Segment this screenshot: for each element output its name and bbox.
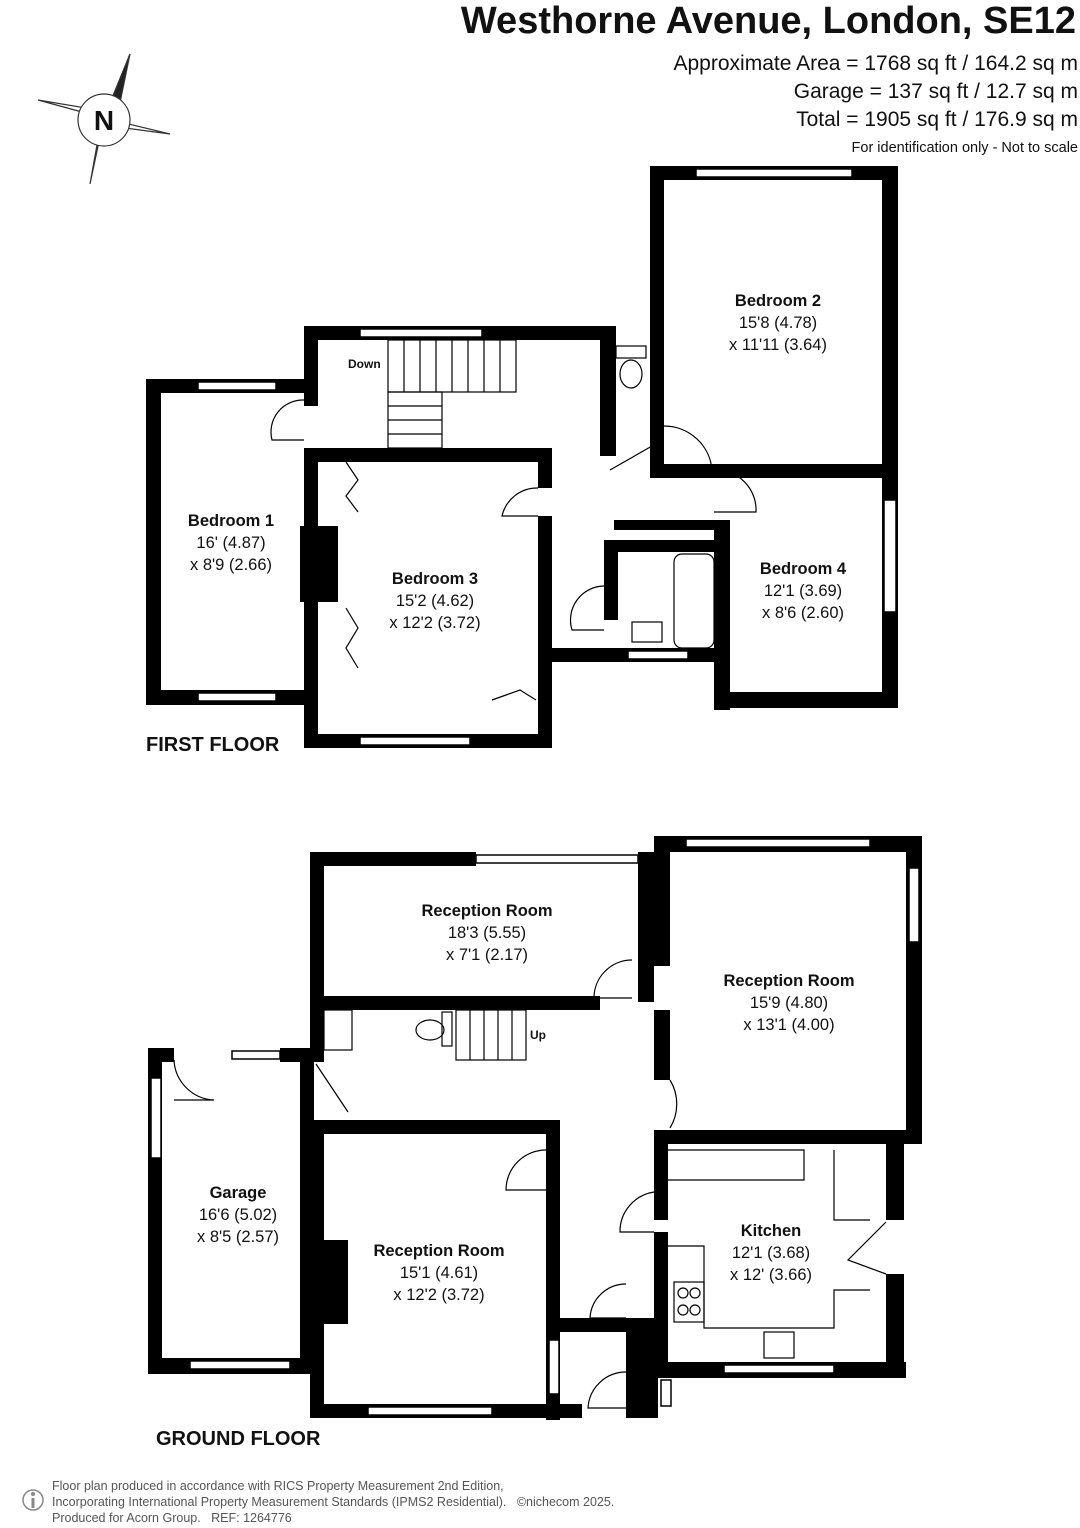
- room-name: Reception Room: [723, 972, 855, 990]
- property-title: Westhorne Avenue, London, SE12: [460, 0, 1076, 42]
- room-dim-2: x 8'5 (2.57): [196, 1228, 280, 1246]
- ground-floor-fixtures: [173, 959, 887, 1409]
- room-name: Bedroom 1: [187, 512, 275, 530]
- room-dim-1: 16' (4.87): [196, 534, 266, 552]
- room-dim-1: 16'6 (5.02): [198, 1206, 278, 1224]
- footer: Floor plan produced in accordance with R…: [52, 1478, 614, 1526]
- footer-copyright: ©nichecom 2025.: [516, 1495, 615, 1509]
- room-name: Reception Room: [373, 1242, 505, 1260]
- room-dim-1: 12'1 (3.68): [731, 1244, 811, 1262]
- room-garage: Garage 16'6 (5.02) x 8'5 (2.57): [178, 1182, 298, 1248]
- room-kitchen: Kitchen 12'1 (3.68) x 12' (3.66): [712, 1220, 830, 1286]
- room-dim-2: x 12'2 (3.72): [389, 614, 481, 632]
- room-dim-2: x 12' (3.66): [729, 1266, 813, 1284]
- footer-line-1: Floor plan produced in accordance with R…: [52, 1479, 504, 1493]
- room-bedroom-4: Bedroom 4 12'1 (3.69) x 8'6 (2.60): [736, 558, 870, 624]
- room-dim-1: 18'3 (5.55): [447, 924, 527, 942]
- room-reception-1: Reception Room 18'3 (5.55) x 7'1 (2.17): [406, 900, 568, 966]
- room-dim-1: 15'9 (4.80): [749, 994, 829, 1012]
- room-name: Bedroom 4: [759, 560, 847, 578]
- room-name: Reception Room: [421, 902, 553, 920]
- stairs-down-label: Down: [348, 357, 381, 371]
- first-floor-title: FIRST FLOOR: [146, 734, 280, 756]
- scale-note: For identification only - Not to scale: [851, 140, 1078, 156]
- first-floor-fixtures: [270, 339, 757, 701]
- first-floor-windows: [197, 168, 897, 746]
- room-name: Kitchen: [740, 1222, 802, 1240]
- room-bedroom-3: Bedroom 3 15'2 (4.62) x 12'2 (3.72): [366, 568, 504, 634]
- stairs-up-label: Up: [530, 1028, 546, 1042]
- garage-area: Garage = 137 sq ft / 12.7 sq m: [793, 80, 1078, 103]
- compass-letter: N: [94, 105, 114, 136]
- room-name: Bedroom 3: [391, 570, 479, 588]
- room-dim-1: 15'1 (4.61): [399, 1264, 479, 1282]
- north-compass-icon: N: [37, 53, 171, 185]
- ground-floor-windows: [150, 838, 920, 1416]
- room-reception-2: Reception Room 15'9 (4.80) x 13'1 (4.00): [708, 970, 870, 1036]
- room-bedroom-1: Bedroom 1 16' (4.87) x 8'9 (2.66): [166, 510, 296, 576]
- room-name: Garage: [209, 1184, 267, 1202]
- room-dim-2: x 13'1 (4.00): [743, 1016, 835, 1034]
- footer-ref: REF: 1264776: [211, 1511, 292, 1525]
- room-dim-1: 15'8 (4.78): [738, 314, 818, 332]
- room-reception-3: Reception Room 15'1 (4.61) x 12'2 (3.72): [358, 1240, 520, 1306]
- first-floor-walls: [146, 166, 898, 748]
- room-dim-2: x 12'2 (3.72): [393, 1286, 485, 1304]
- room-name: Bedroom 2: [734, 292, 822, 310]
- room-dim-1: 12'1 (3.69): [763, 582, 843, 600]
- footer-line-2: Incorporating International Property Mea…: [52, 1495, 507, 1509]
- ground-floor-walls: [148, 836, 922, 1420]
- room-dim-2: x 8'6 (2.60): [761, 604, 845, 622]
- room-dim-2: x 8'9 (2.66): [189, 556, 273, 574]
- total-area: Total = 1905 sq ft / 176.9 sq m: [796, 108, 1078, 131]
- ground-floor-title: GROUND FLOOR: [156, 1428, 321, 1450]
- room-dim-2: x 7'1 (2.17): [445, 946, 529, 964]
- person-info-icon: [22, 1489, 44, 1511]
- room-dim-1: 15'2 (4.62): [395, 592, 475, 610]
- room-bedroom-2: Bedroom 2 15'8 (4.78) x 11'11 (3.64): [704, 290, 852, 356]
- approximate-area: Approximate Area = 1768 sq ft / 164.2 sq…: [673, 52, 1079, 75]
- footer-line-3: Produced for Acorn Group.: [52, 1511, 201, 1525]
- room-dim-2: x 11'11 (3.64): [729, 336, 827, 354]
